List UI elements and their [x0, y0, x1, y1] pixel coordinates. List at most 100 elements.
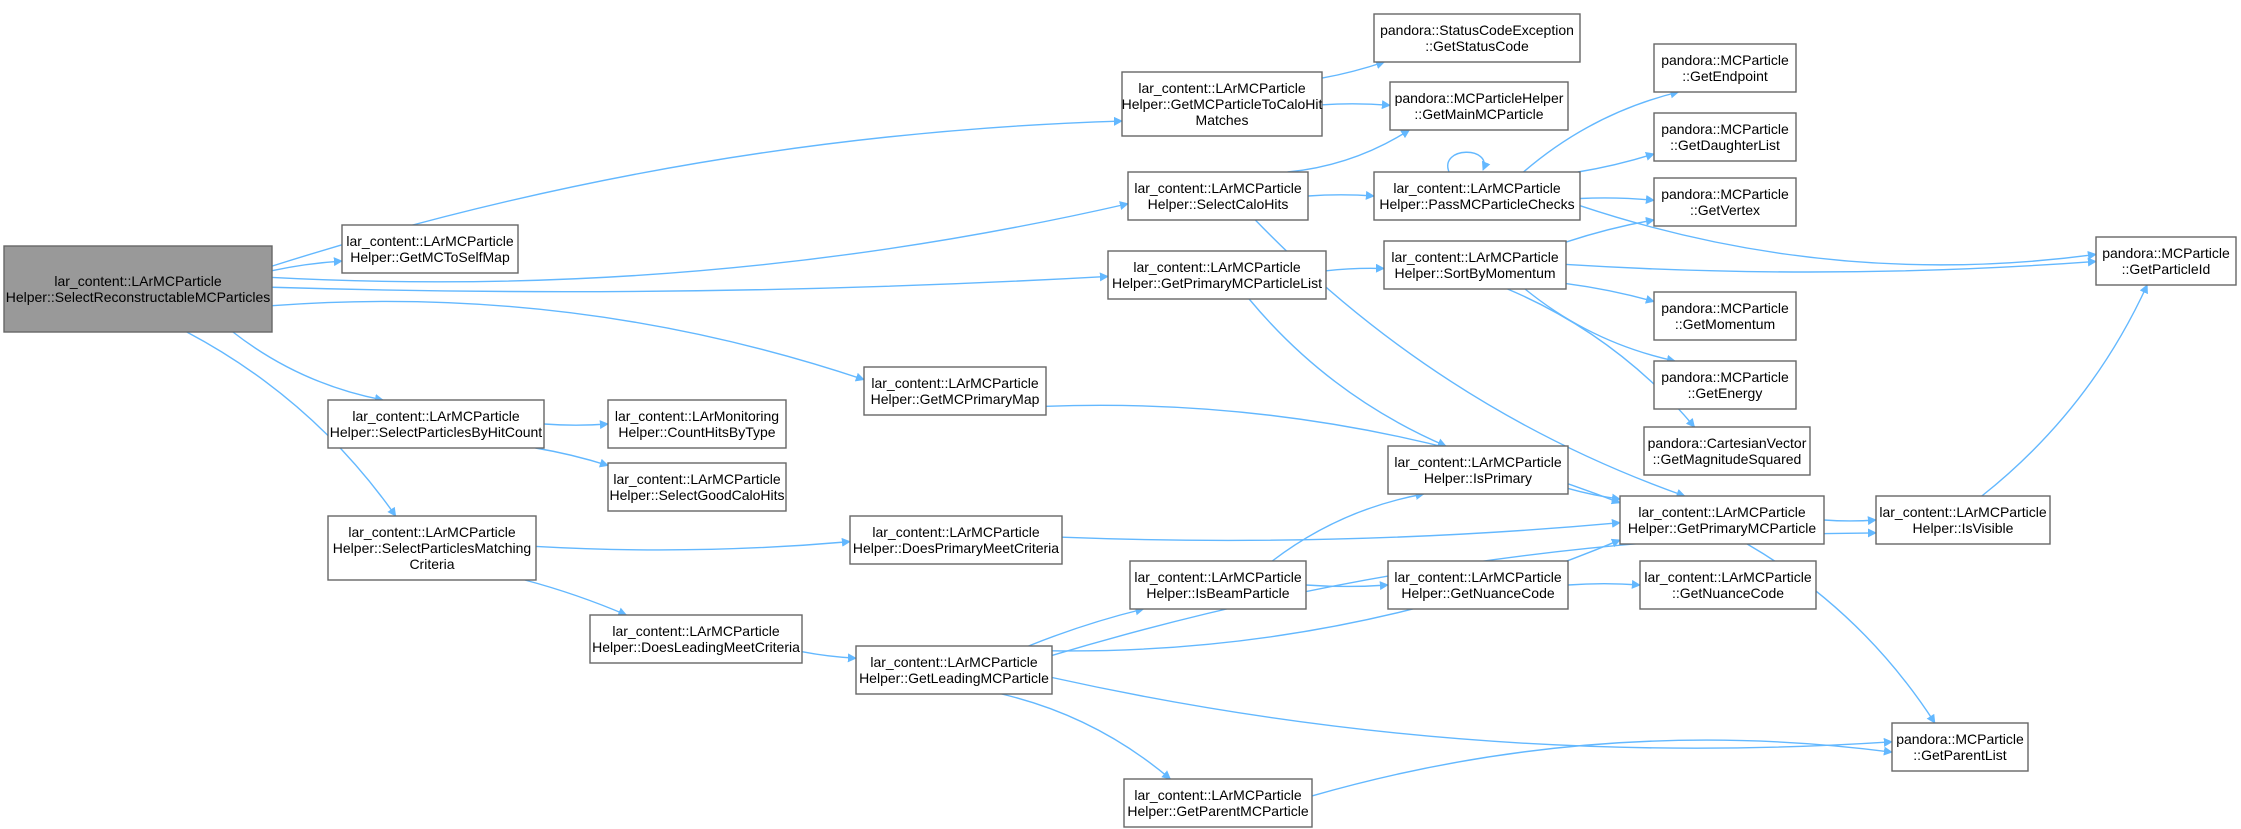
node-box[interactable] — [1653, 112, 1797, 162]
node-getDaughterList[interactable]: pandora::MCParticle::GetDaughterList — [1653, 112, 1797, 162]
node-getEnergy[interactable]: pandora::MCParticle::GetEnergy — [1653, 360, 1797, 410]
node-selectParticlesByHitCount[interactable]: lar_content::LArMCParticleHelper::Select… — [327, 399, 545, 449]
node-isBeamParticle[interactable]: lar_content::LArMCParticleHelper::IsBeam… — [1129, 560, 1307, 610]
node-box[interactable] — [1619, 495, 1825, 545]
node-sortByMomentum[interactable]: lar_content::LArMCParticleHelper::SortBy… — [1383, 240, 1567, 290]
node-getPrimaryMCList[interactable]: lar_content::LArMCParticleHelper::GetPri… — [1107, 250, 1327, 300]
edge-passMCChecks-to-getVertex — [1579, 195, 1655, 204]
node-getMomentum[interactable]: pandora::MCParticle::GetMomentum — [1653, 291, 1797, 341]
node-box[interactable] — [1383, 240, 1567, 290]
node-box[interactable] — [1875, 495, 2051, 545]
node-getPrimaryMC[interactable]: lar_content::LArMCParticleHelper::GetPri… — [1619, 495, 1825, 545]
node-getMagnitudeSquared[interactable]: pandora::CartesianVector::GetMagnitudeSq… — [1643, 426, 1811, 476]
node-box[interactable] — [1639, 560, 1817, 610]
node-getVertex[interactable]: pandora::MCParticle::GetVertex — [1653, 177, 1797, 227]
edge-sortByMomentum-to-getMomentum — [1565, 282, 1655, 304]
node-box[interactable] — [1653, 43, 1797, 93]
node-box[interactable] — [341, 224, 519, 274]
edge-passMCChecks-to-passMCChecks — [1447, 151, 1491, 173]
node-getParentMC[interactable]: lar_content::LArMCParticleHelper::GetPar… — [1123, 778, 1313, 828]
node-label-line: ::GetMomentum — [1675, 316, 1775, 332]
node-isPrimary[interactable]: lar_content::LArMCParticleHelper::IsPrim… — [1387, 445, 1569, 495]
node-box[interactable] — [2095, 236, 2237, 286]
node-label-line: Helper::GetMCParticleToCaloHit — [1122, 96, 1323, 112]
node-box[interactable] — [1121, 71, 1323, 137]
node-box[interactable] — [1389, 81, 1569, 131]
node-statusCodeEx[interactable]: pandora::StatusCodeException::GetStatusC… — [1373, 13, 1581, 63]
node-box[interactable] — [327, 515, 537, 581]
node-label-line: Matches — [1196, 112, 1249, 128]
node-getParticleId[interactable]: pandora::MCParticle::GetParticleId — [2095, 236, 2237, 286]
node-box[interactable] — [1123, 778, 1313, 828]
node-selectGoodCaloHits[interactable]: lar_content::LArMCParticleHelper::Select… — [607, 462, 787, 512]
node-label-line: lar_content::LArMCParticle — [1133, 259, 1301, 275]
node-label-line: Helper::GetMCToSelfMap — [350, 249, 510, 265]
node-getNuanceCodeHelper[interactable]: lar_content::LArMCParticleHelper::GetNua… — [1387, 560, 1569, 610]
edge-selectParticlesByHitCount-to-countHitsByType — [543, 420, 609, 430]
node-box[interactable] — [1387, 445, 1569, 495]
node-label-line: lar_content::LArMCParticle — [352, 408, 520, 424]
node-root[interactable]: lar_content::LArMCParticleHelper::Select… — [3, 245, 273, 333]
edge-getMCToCalo-to-statusCodeEx — [1321, 60, 1386, 79]
edge-selectCaloHits-to-getMainMC — [1287, 129, 1411, 173]
edge-selectCaloHits-to-passMCChecks — [1307, 190, 1375, 200]
node-label-line: lar_content::LArMCParticle — [1638, 504, 1806, 520]
node-label-line: lar_content::LArMCParticle — [1879, 504, 2047, 520]
node-getMCToSelfMap[interactable]: lar_content::LArMCParticleHelper::GetMCT… — [341, 224, 519, 274]
node-getMainMC[interactable]: pandora::MCParticleHelper::GetMainMCPart… — [1389, 81, 1569, 131]
edge-getNuanceCodeHelper-to-getNuanceCode — [1567, 579, 1641, 589]
node-box[interactable] — [1129, 560, 1307, 610]
node-box[interactable] — [607, 462, 787, 512]
node-getMCToCalo[interactable]: lar_content::LArMCParticleHelper::GetMCP… — [1121, 71, 1323, 137]
node-getMCPrimaryMap[interactable]: lar_content::LArMCParticleHelper::GetMCP… — [863, 366, 1047, 416]
node-countHitsByType[interactable]: lar_content::LArMonitoringHelper::CountH… — [607, 399, 787, 449]
node-box[interactable] — [607, 399, 787, 449]
node-box[interactable] — [1373, 171, 1581, 221]
node-box[interactable] — [1643, 426, 1811, 476]
node-label-line: lar_content::LArMCParticle — [346, 233, 514, 249]
node-label-line: ::GetNuanceCode — [1672, 585, 1784, 601]
node-label-line: pandora::MCParticle — [1661, 369, 1789, 385]
node-doesPrimary[interactable]: lar_content::LArMCParticleHelper::DoesPr… — [849, 515, 1063, 565]
node-getNuanceCode[interactable]: lar_content::LArMCParticle::GetNuanceCod… — [1639, 560, 1817, 610]
node-box[interactable] — [589, 614, 803, 664]
node-label-line: Criteria — [409, 556, 454, 572]
node-doesLeading[interactable]: lar_content::LArMCParticleHelper::DoesLe… — [589, 614, 803, 664]
node-label-line: Helper::PassMCParticleChecks — [1379, 196, 1574, 212]
node-getLeadingMC[interactable]: lar_content::LArMCParticleHelper::GetLea… — [855, 645, 1053, 695]
edge-passMCChecks-to-getDaughterList — [1577, 152, 1655, 173]
node-box[interactable] — [849, 515, 1063, 565]
edge-isBeamParticle-to-isPrimary — [1271, 491, 1425, 562]
node-box[interactable] — [327, 399, 545, 449]
node-label-line: lar_content::LArMCParticle — [348, 524, 516, 540]
edge-root-to-selectParticlesByHitCount — [232, 331, 384, 403]
node-box[interactable] — [863, 366, 1047, 416]
node-label-line: lar_content::LArMCParticle — [872, 524, 1040, 540]
node-box[interactable] — [1107, 250, 1327, 300]
node-box[interactable] — [1653, 291, 1797, 341]
node-box[interactable] — [1373, 13, 1581, 63]
node-label-line: lar_content::LArMCParticle — [1134, 180, 1302, 196]
edge-getMCToCalo-to-getMainMC — [1321, 100, 1391, 110]
nodes-layer: lar_content::LArMCParticleHelper::Select… — [3, 13, 2237, 828]
node-box[interactable] — [1127, 171, 1309, 221]
node-label-line: lar_content::LArMonitoring — [615, 408, 779, 424]
edge-getPrimaryMCList-to-sortByMomentum — [1325, 263, 1385, 273]
node-box[interactable] — [1891, 722, 2029, 772]
node-passMCChecks[interactable]: lar_content::LArMCParticleHelper::PassMC… — [1373, 171, 1581, 221]
node-getParentList[interactable]: pandora::MCParticle::GetParentList — [1891, 722, 2029, 772]
node-isVisible[interactable]: lar_content::LArMCParticleHelper::IsVisi… — [1875, 495, 2051, 545]
node-box[interactable] — [1653, 177, 1797, 227]
edge-root-to-getPrimaryMCList — [271, 272, 1109, 293]
node-box[interactable] — [855, 645, 1053, 695]
edge-getLeadingMC-to-getParentMC — [1001, 693, 1172, 780]
node-label-line: ::GetEnergy — [1688, 385, 1763, 401]
node-box[interactable] — [3, 245, 273, 333]
node-label-line: lar_content::LArMCParticle — [870, 654, 1038, 670]
node-box[interactable] — [1653, 360, 1797, 410]
node-getEndpoint[interactable]: pandora::MCParticle::GetEndpoint — [1653, 43, 1797, 93]
node-box[interactable] — [1387, 560, 1569, 610]
node-selectCaloHits[interactable]: lar_content::LArMCParticleHelper::Select… — [1127, 171, 1309, 221]
node-selectParticlesMatching[interactable]: lar_content::LArMCParticleHelper::Select… — [327, 515, 537, 581]
node-label-line: lar_content::LArMCParticle — [1644, 569, 1812, 585]
